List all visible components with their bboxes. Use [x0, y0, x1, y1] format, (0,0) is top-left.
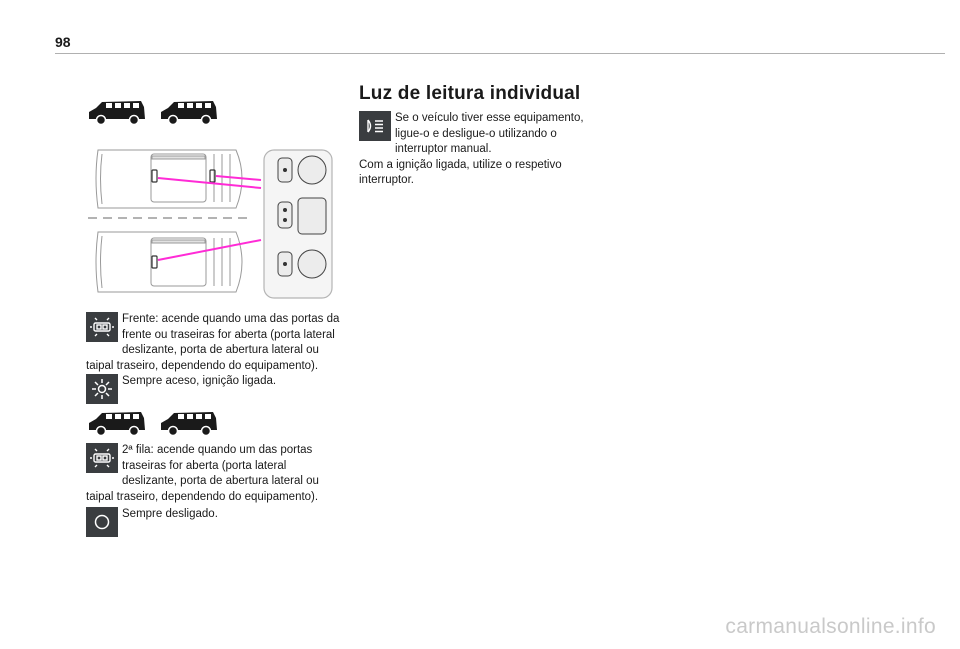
- always-on-block: Sempre aceso, ignição ligada.: [86, 374, 341, 406]
- section-title: Luz de leitura individual: [359, 83, 581, 104]
- front-door-lamp-block: Frente: acende quando uma das portas da …: [86, 312, 341, 374]
- reading-lamp-para2: Com a ignição ligada, utilize o respetiv…: [359, 158, 562, 187]
- always-off-block: Sempre desligado.: [86, 507, 341, 539]
- front-door-lamp-text: Frente: acende quando uma das portas da …: [86, 313, 340, 372]
- door-lamp-icon: [86, 443, 118, 473]
- vehicle-icons-top: [86, 98, 220, 126]
- vehicle-icons-bottom: [86, 409, 220, 437]
- courtesy-lamp-diagram: [88, 149, 333, 299]
- page-number: 98: [55, 34, 71, 50]
- van-silhouette-icon: [89, 101, 145, 126]
- always-on-text: Sempre aceso, ignição ligada.: [122, 375, 277, 387]
- door-lamp-icon: [86, 312, 118, 342]
- row2-lamp-text: 2ª fila: acende quando um das portas tra…: [86, 444, 319, 503]
- lamp-off-icon: [86, 507, 118, 537]
- reading-lamp-block: Se o veículo tiver esse equipamento, lig…: [359, 111, 604, 189]
- reading-lamp-icon: [359, 111, 391, 141]
- van-silhouette-icon: [89, 412, 145, 437]
- row2-lamp-block: 2ª fila: acende quando um das portas tra…: [86, 443, 341, 505]
- reading-lamp-para1: Se o veículo tiver esse equipamento, lig…: [395, 112, 584, 156]
- van-silhouette-icon: [161, 412, 217, 437]
- watermark: carmanualsonline.info: [725, 615, 936, 638]
- van-silhouette-icon: [161, 101, 217, 126]
- sun-lamp-icon: [86, 374, 118, 404]
- top-rule: [55, 53, 945, 54]
- always-off-text: Sempre desligado.: [122, 508, 218, 520]
